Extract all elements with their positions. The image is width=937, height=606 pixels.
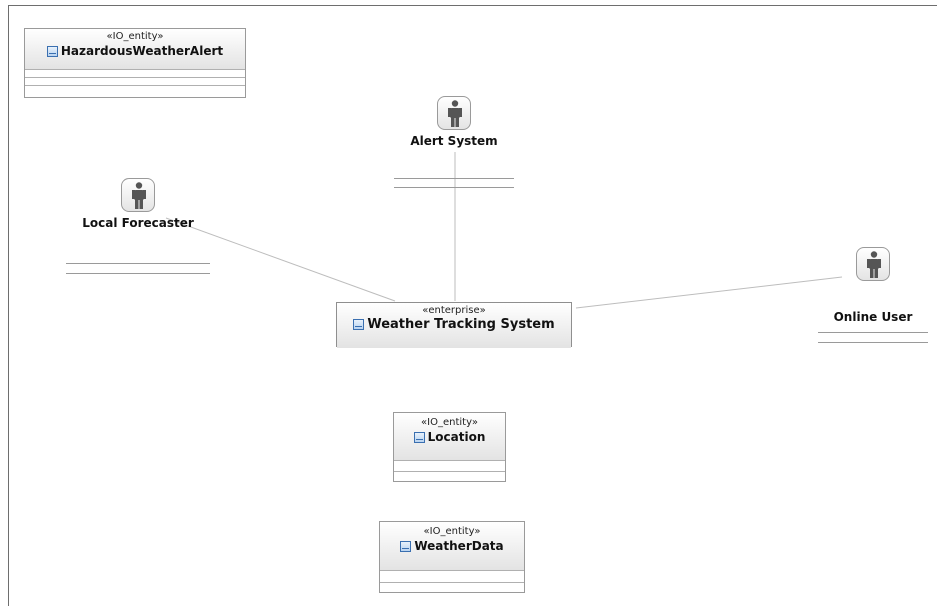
stereotype-label: «IO_entity» bbox=[421, 417, 478, 428]
class-weather-tracking-system[interactable]: «enterprise» Weather Tracking System bbox=[336, 302, 572, 348]
operations-compartment bbox=[25, 78, 245, 86]
class-name: HazardousWeatherAlert bbox=[60, 44, 224, 58]
actor-local-forecaster[interactable]: Local Forecaster bbox=[66, 178, 210, 274]
actor-compartment-line bbox=[394, 187, 514, 188]
operations-compartment bbox=[394, 472, 505, 482]
attributes-compartment bbox=[394, 461, 505, 472]
actor-name: Local Forecaster bbox=[82, 216, 194, 230]
actor-compartment-line bbox=[818, 332, 928, 333]
actor-icon bbox=[437, 96, 471, 130]
operations-compartment bbox=[380, 583, 524, 594]
actor-name: Alert System bbox=[410, 134, 498, 148]
attributes-compartment bbox=[25, 70, 245, 78]
association-local-forecaster bbox=[165, 217, 396, 302]
stereotype-label: «IO_entity» bbox=[423, 526, 481, 537]
class-icon bbox=[413, 432, 425, 443]
class-weather-data[interactable]: «IO_entity» WeatherData bbox=[379, 521, 525, 593]
actor-compartment-line bbox=[66, 273, 210, 274]
class-name: WeatherData bbox=[414, 539, 504, 553]
class-hazardous-weather-alert[interactable]: «IO_entity» HazardousWeatherAlert bbox=[24, 28, 246, 98]
class-icon bbox=[353, 319, 365, 330]
class-name: Weather Tracking System bbox=[367, 317, 555, 332]
class-name: Location bbox=[427, 430, 486, 444]
stereotype-label: «enterprise» bbox=[422, 305, 486, 316]
actor-compartment-line bbox=[394, 178, 514, 179]
attributes-compartment bbox=[380, 571, 524, 583]
actor-icon bbox=[856, 247, 890, 281]
actor-compartment-line bbox=[818, 342, 928, 343]
stereotype-label: «IO_entity» bbox=[106, 31, 164, 42]
actor-compartment-line bbox=[66, 263, 210, 264]
association-online-user bbox=[575, 276, 843, 309]
class-icon bbox=[400, 541, 412, 552]
actor-alert-system[interactable]: Alert System bbox=[394, 96, 514, 188]
class-location[interactable]: «IO_entity» Location bbox=[393, 412, 506, 482]
actor-icon bbox=[121, 178, 155, 212]
actor-online-user[interactable]: Online User bbox=[818, 247, 928, 343]
actor-name: Online User bbox=[833, 310, 913, 324]
class-icon bbox=[46, 46, 58, 57]
